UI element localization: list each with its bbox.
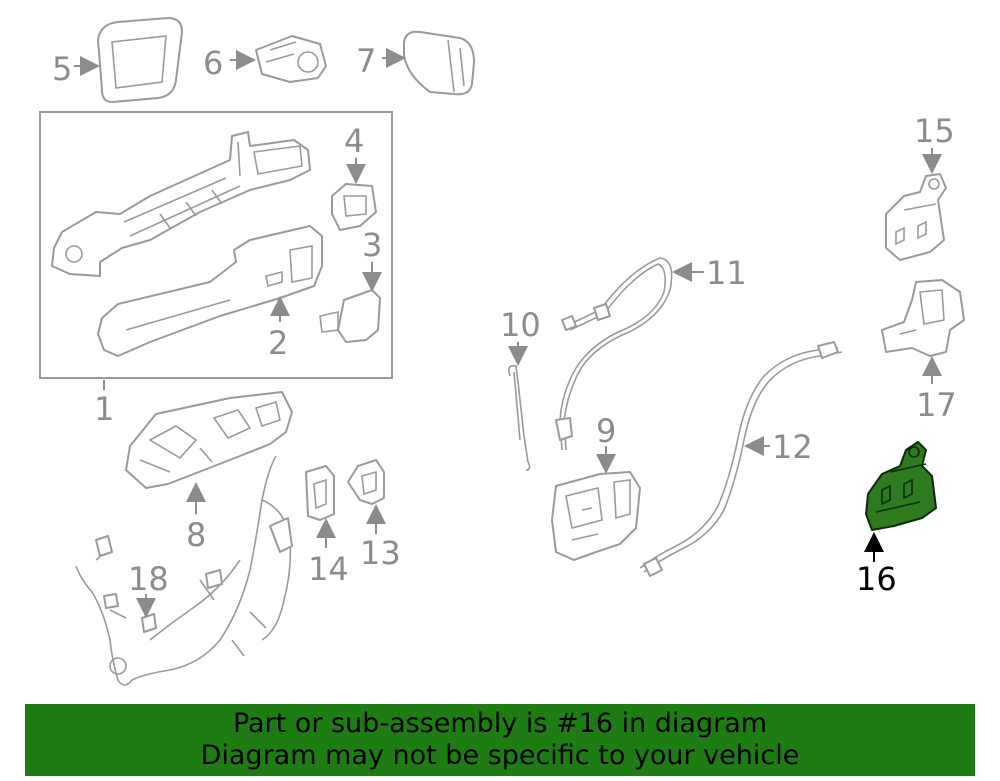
banner-line-1: Part or sub-assembly is #16 in diagram (232, 708, 768, 739)
part-9-latch: 9 (551, 412, 641, 561)
part-16-hinge-highlighted: 16 (856, 441, 937, 598)
label-13: 13 (360, 534, 401, 572)
label-8: 8 (186, 516, 206, 554)
label-2: 2 (268, 324, 288, 362)
assembly-1-box: 1 (39, 111, 393, 428)
label-15: 15 (914, 112, 955, 150)
part-4-bracket: 4 (331, 122, 377, 231)
part-15-hinge: 15 (885, 112, 955, 261)
label-16: 16 (856, 560, 897, 598)
label-17: 17 (916, 386, 957, 424)
label-4: 4 (344, 122, 364, 160)
label-11: 11 (706, 254, 747, 292)
part-8-bracket: 8 (125, 391, 293, 554)
part-14-pad: 14 (305, 465, 349, 588)
label-14: 14 (308, 550, 349, 588)
parts-diagram: 5 6 7 1 4 2 (39, 17, 965, 686)
part-7-cap: 7 (356, 30, 475, 96)
part-12-cable: 12 (639, 341, 843, 577)
label-9: 9 (596, 412, 616, 450)
part-5-bezel: 5 (52, 17, 183, 103)
part-6-lock-cylinder: 6 (203, 35, 327, 83)
label-7: 7 (356, 42, 376, 80)
banner-line-2: Diagram may not be specific to your vehi… (200, 740, 800, 771)
label-12: 12 (772, 428, 813, 466)
label-3: 3 (362, 226, 382, 264)
label-10: 10 (500, 306, 541, 344)
part-18-harness: 18 (75, 455, 293, 686)
label-18: 18 (128, 560, 169, 598)
part-2-outer-handle: 2 (97, 225, 323, 362)
part-3-cap: 3 (319, 226, 382, 343)
part-11-cable: 11 (555, 254, 747, 451)
info-banner: Part or sub-assembly is #16 in diagram D… (25, 704, 975, 776)
label-5: 5 (52, 50, 72, 88)
handle-frame (51, 131, 311, 277)
part-17-hinge: 17 (881, 279, 965, 424)
label-1: 1 (94, 390, 114, 428)
part-13-striker: 13 (347, 459, 401, 572)
part-10-rod: 10 (500, 306, 541, 471)
label-6: 6 (203, 44, 223, 82)
